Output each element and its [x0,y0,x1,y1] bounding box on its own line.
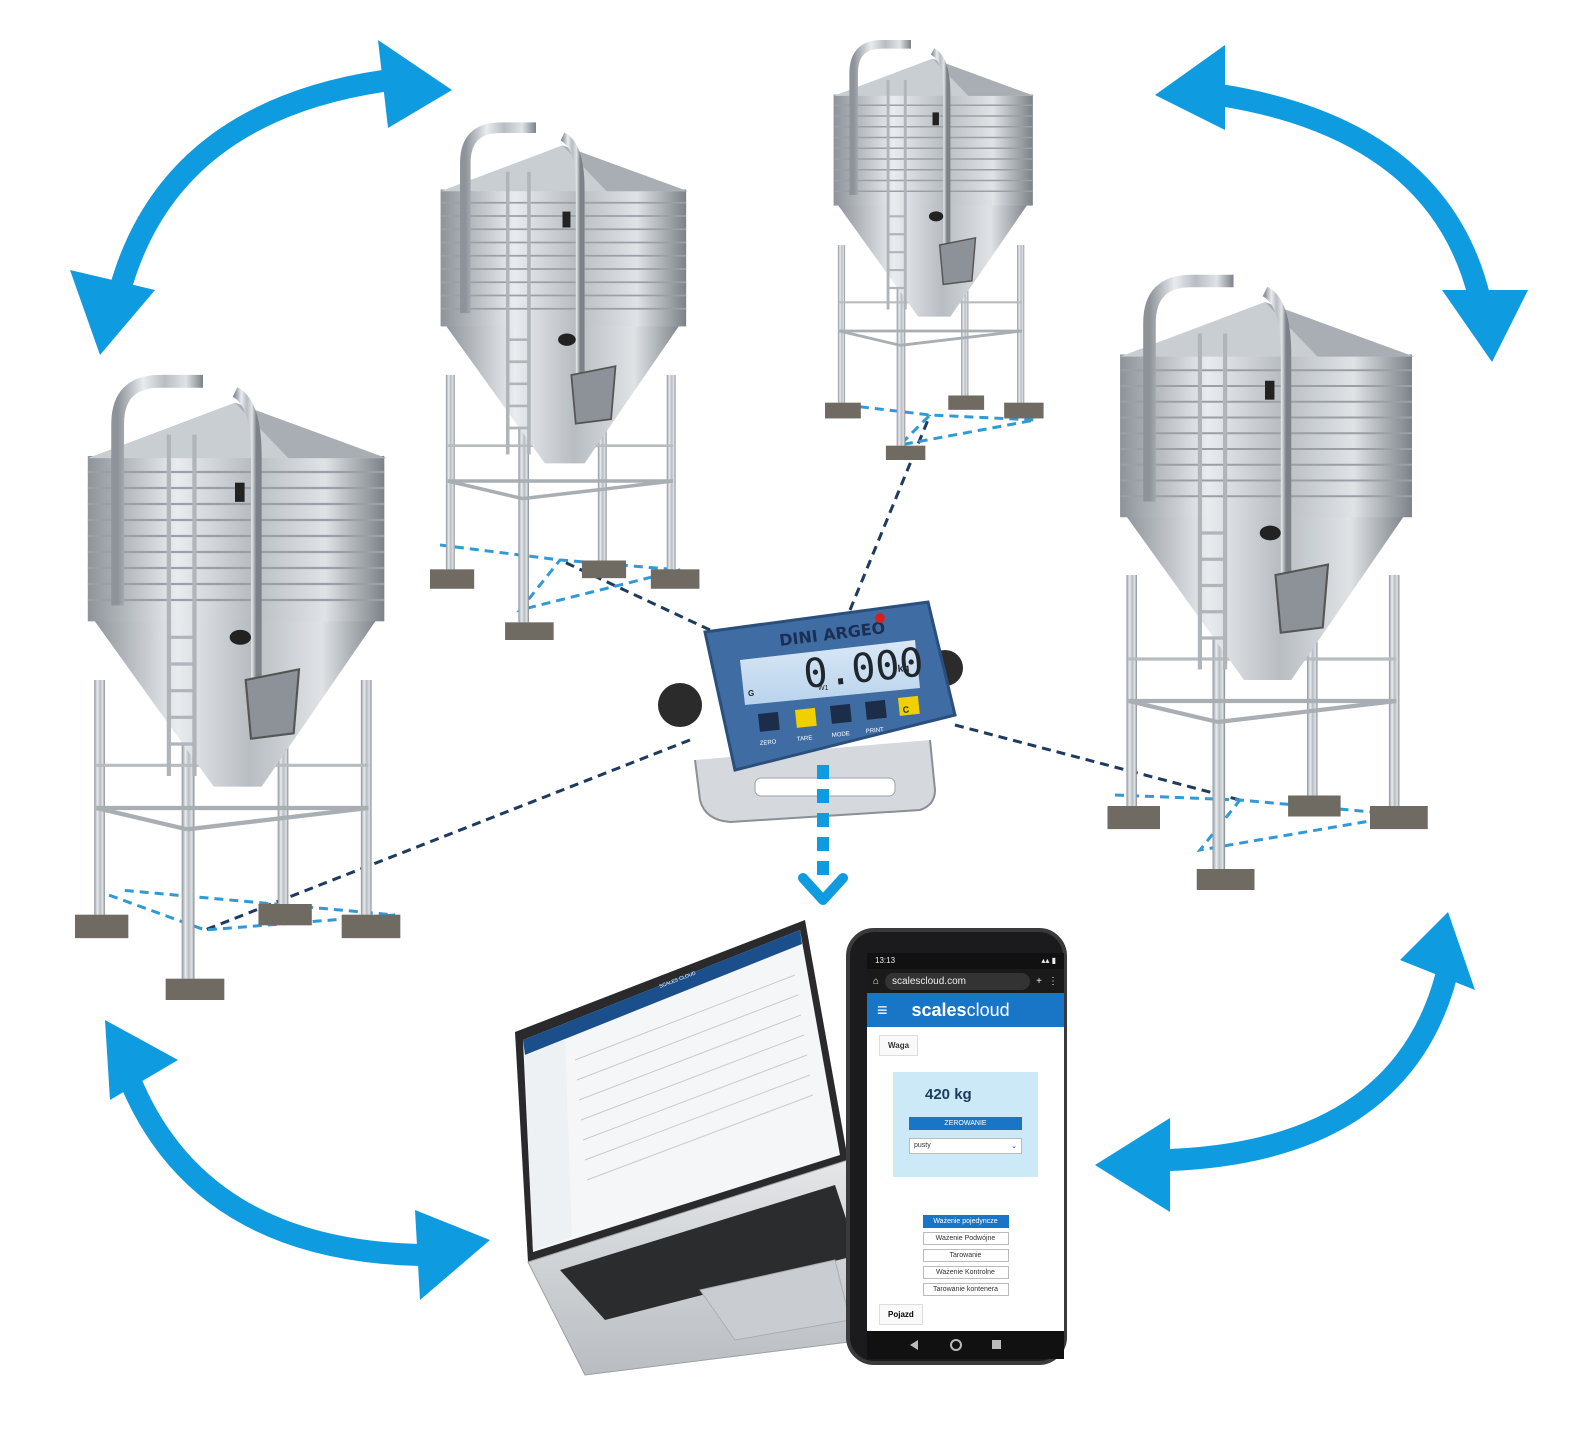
weight-value: 420 kg [925,1086,972,1103]
arrow-head-icon [1442,290,1528,362]
tare-key-label: TARE [797,735,813,743]
mode-key-label: MODE [832,731,851,739]
mode-single-button[interactable]: Ważenie pojedyncze [922,1215,1009,1228]
arrow-head-icon [378,40,452,128]
app-header: ≡ scalescloud [867,993,1064,1027]
hamburger-menu-icon[interactable]: ≡ [877,1000,888,1020]
arrow-head-icon [1400,912,1475,990]
new-tab-icon[interactable]: + [1036,975,1042,987]
arrow-head-icon [70,270,155,355]
arrow-top-left [109,69,401,301]
arrow-top-right [1209,84,1491,311]
laptop-app-header [523,930,802,1055]
laptop-sidebar [525,1039,572,1250]
cycle-arrows [70,40,1528,1300]
data-link-arrow [798,765,848,905]
recents-nav-icon[interactable] [992,1340,1001,1349]
back-nav-icon[interactable] [910,1340,918,1350]
clear-key[interactable] [898,695,920,716]
arrow-head-icon [415,1210,490,1300]
arrow-head-icon [105,1020,178,1100]
arrow-head-icon [1155,45,1225,130]
container-select[interactable]: pusty ⌄ [909,1138,1022,1154]
laptop-keyboard [560,1185,858,1320]
card-title: Waga [879,1035,919,1056]
home-icon[interactable]: ⌂ [873,975,880,987]
mode-container-tare-button[interactable]: Tarowanie kontenera [922,1283,1009,1296]
zero-key[interactable] [757,711,780,732]
indicator-keys: ZERO TARE MODE PRINT C [757,695,920,747]
indicator-gross-label: G [748,689,754,698]
silo-center-left [430,128,699,642]
menu-dots-icon[interactable]: ⋮ [1048,975,1058,987]
vehicle-card-title: Pojazd [879,1304,923,1325]
clear-key-label: C [902,704,910,715]
zero-button[interactable]: ZEROWANIE [909,1117,1022,1130]
url-field[interactable]: scalescloud.com [885,972,1031,990]
weighing-indicator: DINI ARGEO 0.000 kg G W1 ZERO TARE MODE … [658,600,963,824]
brand-logo: scalescloud [912,1000,1010,1021]
indicator-unit: kg [897,663,910,675]
zero-key-label: ZERO [760,739,778,747]
laptop: SCALES CLOUD [515,920,906,1376]
status-time: 13:13 [875,956,896,965]
chevron-down-icon: ⌄ [1011,1143,1017,1150]
silo-center-right [825,44,1044,461]
weight-panel: 420 kg ZEROWANIE pusty ⌄ [893,1072,1038,1177]
silo-right [1108,281,1428,892]
print-key[interactable] [864,699,887,720]
select-value: pusty [914,1142,931,1149]
status-bar: 13:13 ▴▴ ▮ [867,953,1064,969]
home-nav-icon[interactable] [950,1339,962,1351]
signal-icon: ▴▴ ▮ [1041,956,1056,965]
mode-tare-button[interactable]: Tarowanie [922,1249,1009,1262]
mode-key[interactable] [829,703,852,724]
tare-key[interactable] [794,707,817,728]
weighing-mode-list: Ważenie pojedyncze Ważenie Podwójne Taro… [879,1215,1052,1296]
silo-left [75,381,400,1002]
power-led-icon [875,613,885,623]
arrow-head-icon [1095,1118,1170,1212]
browser-bar: ⌂ scalescloud.com + ⋮ [867,969,1064,993]
mode-control-button[interactable]: Ważenie Kontrolne [922,1266,1009,1279]
indicator-w1-label: W1 [818,685,829,692]
print-key-label: PRINT [866,727,885,735]
mode-double-button[interactable]: Ważenie Podwójne [922,1232,1009,1245]
arrow-bottom-left [119,1069,431,1266]
brand-bold: scales [911,999,967,1020]
scale-card: Waga 420 kg ZEROWANIE pusty ⌄ Ważenie po… [867,1027,1064,1304]
phone-screen: 13:13 ▴▴ ▮ ⌂ scalescloud.com + ⋮ ≡ scale… [867,953,1064,1331]
arrow-bottom-right [1159,949,1461,1171]
brand-regular: cloud [966,999,1010,1020]
